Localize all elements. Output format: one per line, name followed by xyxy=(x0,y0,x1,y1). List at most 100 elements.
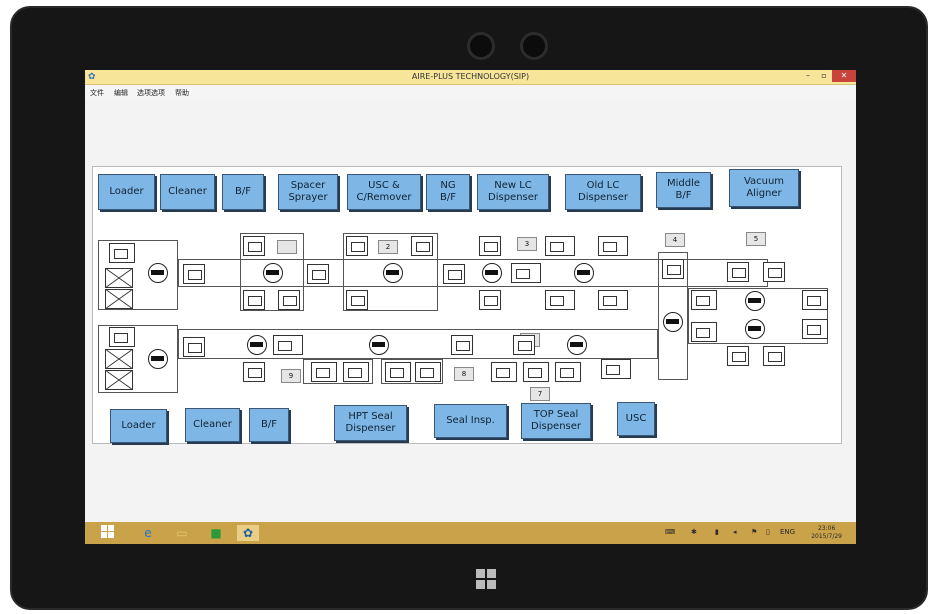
glass-stage xyxy=(727,346,749,366)
loader-robot-icon xyxy=(148,349,168,369)
glass-stage xyxy=(451,335,473,355)
app-logo-icon: ✿ xyxy=(88,72,96,82)
station-number-1 xyxy=(277,240,297,254)
old-lc-dispenser-button[interactable]: Old LC Dispenser xyxy=(565,174,641,210)
cassette-slot xyxy=(105,268,133,288)
top-seal-stage xyxy=(601,359,631,379)
glass-stage xyxy=(343,362,369,382)
menu-edit[interactable]: 编辑 xyxy=(114,89,128,97)
ie-icon[interactable]: e xyxy=(144,526,152,540)
rotation-stage xyxy=(691,290,717,310)
store-icon[interactable]: ■ xyxy=(210,526,222,540)
station-number-8: 8 xyxy=(454,367,474,381)
menu-options[interactable]: 选项选项 xyxy=(137,89,165,97)
cassette-slot xyxy=(105,349,133,369)
app-taskbar-icon[interactable]: ✿ xyxy=(237,525,259,541)
robot-icon xyxy=(247,335,267,355)
top-seal-dispenser-button[interactable]: TOP Seal Dispenser xyxy=(521,403,591,439)
glass-stage xyxy=(727,262,749,282)
language-indicator[interactable]: ENG xyxy=(780,528,796,536)
top-loader-button[interactable]: Loader xyxy=(98,174,155,210)
taskbar: e ▭ ■ ✿ ⌨ ✱ ▮ ◂ ⚑ ▯ ENG 23:06 2015/7/29 xyxy=(85,522,856,544)
menu-file[interactable]: 文件 xyxy=(90,89,104,97)
glass-stage xyxy=(385,362,411,382)
glass-stage xyxy=(545,236,575,256)
usc-station xyxy=(343,233,438,311)
cassette-slot xyxy=(105,370,133,390)
top-cleaner-button[interactable]: Cleaner xyxy=(160,174,215,210)
loader-robot-icon xyxy=(148,263,168,283)
glass-stage xyxy=(491,362,517,382)
battery-icon[interactable]: ▯ xyxy=(766,528,770,536)
glass-stage xyxy=(555,362,581,382)
glass-stage xyxy=(523,362,549,382)
cleaner-station xyxy=(240,233,304,311)
bottom-bf-button[interactable]: B/F xyxy=(249,408,289,442)
ng-bf-button[interactable]: NG B/F xyxy=(426,174,470,210)
middle-bf-button[interactable]: Middle B/F xyxy=(656,172,711,208)
minimize-icon[interactable]: – xyxy=(806,71,810,80)
glass-stage xyxy=(243,362,265,382)
glass-stage xyxy=(479,290,501,310)
rotation-stage xyxy=(802,290,828,310)
robot-icon xyxy=(567,335,587,355)
cassette-slot xyxy=(109,243,135,263)
keyboard-icon[interactable]: ⌨ xyxy=(665,528,676,536)
maximize-icon[interactable]: ▫ xyxy=(821,71,827,80)
windows-home-button-icon[interactable] xyxy=(475,568,497,590)
glass-stage xyxy=(545,290,575,310)
glass-stage xyxy=(346,290,368,310)
robot-icon xyxy=(574,263,594,283)
usc-cremover-button[interactable]: USC & C/Remover xyxy=(347,174,421,210)
bluetooth-icon[interactable]: ✱ xyxy=(691,528,697,536)
glass-stage xyxy=(763,346,785,366)
volume-icon[interactable]: ◂ xyxy=(733,528,737,536)
flag-icon[interactable]: ⚑ xyxy=(751,528,758,536)
middle-bf-conveyor xyxy=(658,252,688,380)
seal-insp-button[interactable]: Seal Insp. xyxy=(434,404,507,438)
new-lc-dispenser-button[interactable]: New LC Dispenser xyxy=(477,174,549,210)
spacer-sprayer-button[interactable]: Spacer Sprayer xyxy=(278,174,338,210)
top-bf-button[interactable]: B/F xyxy=(222,174,264,210)
hpt-seal-dispenser-button[interactable]: HPT Seal Dispenser xyxy=(334,405,407,441)
camera-icon xyxy=(467,32,495,60)
title-bar: ✿ AIRE-PLUS TECHNOLOGY(SIP) – ▫ ✕ xyxy=(85,70,856,85)
station-number-3: 3 xyxy=(517,237,537,251)
vacuum-aligner-button[interactable]: Vacuum Aligner xyxy=(729,169,799,207)
screen: ✿ AIRE-PLUS TECHNOLOGY(SIP) – ▫ ✕ 文件 编辑 … xyxy=(85,70,856,544)
window-title: AIRE-PLUS TECHNOLOGY(SIP) xyxy=(411,72,530,81)
explorer-icon[interactable]: ▭ xyxy=(176,526,188,540)
menu-help[interactable]: 帮助 xyxy=(175,89,189,97)
robot-icon xyxy=(482,263,502,283)
glass-stage xyxy=(513,335,535,355)
seal-inspection-stage xyxy=(381,359,443,384)
glass-stage xyxy=(763,262,785,282)
network-icon[interactable]: ▮ xyxy=(715,528,719,536)
bottom-usc-button[interactable]: USC xyxy=(617,402,655,436)
glass-stage xyxy=(243,236,265,256)
glass-stage xyxy=(311,362,337,382)
station-number-5: 5 xyxy=(746,232,766,246)
menu-bar: 文件 编辑 选项选项 帮助 xyxy=(85,85,856,99)
robot-icon xyxy=(369,335,389,355)
clock-date: 2015/7/29 xyxy=(811,533,842,540)
glass-stage xyxy=(598,236,628,256)
glass-stage xyxy=(598,290,628,310)
glass-stage xyxy=(278,290,300,310)
robot-icon xyxy=(745,291,765,311)
bottom-cleaner-button[interactable]: Cleaner xyxy=(185,408,240,442)
glass-stage xyxy=(243,290,265,310)
start-icon[interactable] xyxy=(97,525,119,541)
station-number-4: 4 xyxy=(665,233,685,247)
window-controls: – ▫ ✕ xyxy=(800,70,856,84)
bottom-loader-button[interactable]: Loader xyxy=(110,409,167,443)
station-number-2: 2 xyxy=(378,240,398,254)
robot-icon xyxy=(663,312,683,332)
close-icon[interactable]: ✕ xyxy=(832,70,856,82)
clock[interactable]: 23:06 2015/7/29 xyxy=(811,525,842,541)
rotation-stage xyxy=(802,319,828,339)
clock-time: 23:06 xyxy=(817,525,836,532)
hpt-seal-stage xyxy=(273,335,303,355)
glass-stage xyxy=(415,362,441,382)
lc-dispenser-stage xyxy=(511,263,541,283)
